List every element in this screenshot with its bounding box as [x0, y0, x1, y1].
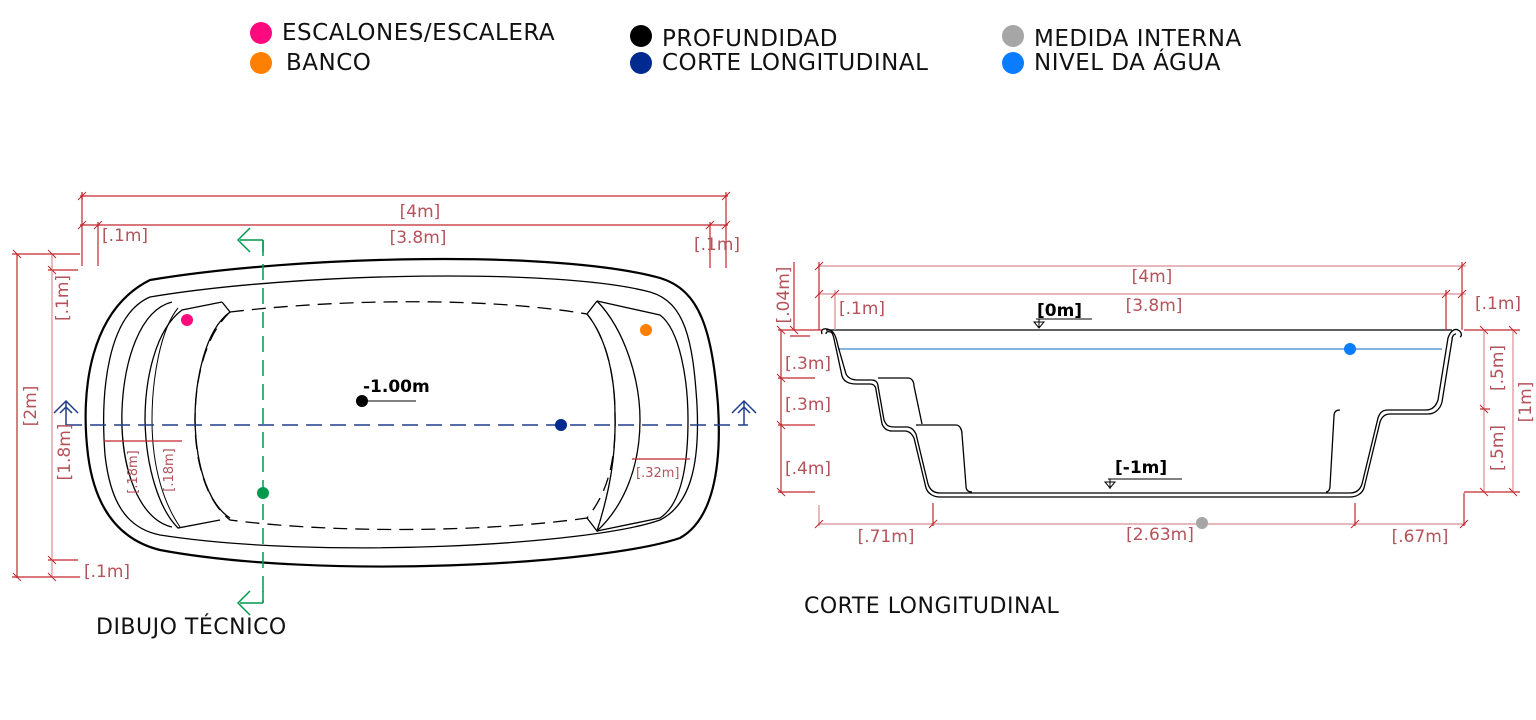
- dim-rim-right: [.1m]: [694, 235, 740, 255]
- level-bottom-label: [-1m]: [1115, 458, 1167, 478]
- section-arrow-right-icon: [731, 399, 757, 425]
- internal-measure-marker: [1196, 517, 1208, 529]
- section-arrow-top-icon: [236, 227, 264, 253]
- dim-total-length: [4m]: [400, 202, 441, 222]
- sec-dim-bottom-left: [.71m]: [858, 527, 915, 547]
- level-top-icon: [1032, 319, 1046, 329]
- section-dimension-ticks: [776, 261, 1518, 529]
- section-arrow-bottom-icon: [236, 590, 264, 616]
- sec-dim-step-h3: [.4m]: [785, 459, 831, 479]
- dim-rim-bottom: [.1m]: [84, 562, 130, 582]
- navy-dot-icon: [630, 52, 652, 74]
- section-caption: CORTE LONGITUDINAL: [804, 594, 1060, 619]
- pool-outer-outline: [84, 257, 720, 568]
- transverse-marker: [257, 487, 269, 499]
- section-marker: [555, 419, 567, 431]
- orange-dot-icon: [250, 52, 272, 74]
- sec-dim-bench-h2: [.5m]: [1488, 425, 1508, 471]
- dim-step-2: [.18m]: [162, 448, 177, 491]
- depth-label: -1.00m: [363, 377, 430, 397]
- plan-dimension-lines: [12, 192, 728, 578]
- right-bench-3: [596, 300, 689, 532]
- dim-step-1: [.18m]: [126, 450, 141, 493]
- dim-total-width: [2m]: [21, 386, 41, 427]
- legend-profundidad: PROFUNDIDAD: [630, 20, 838, 52]
- dim-rim-left: [.1m]: [102, 226, 148, 246]
- legend-label: ESCALONES/ESCALERA: [282, 20, 556, 46]
- legend-label: PROFUNDIDAD: [662, 26, 838, 52]
- right-bench-1: [586, 300, 616, 533]
- sec-dim-total-depth: [1m]: [1516, 382, 1536, 423]
- blue-dot-icon: [1002, 52, 1024, 74]
- sec-dim-rim-right: [.1m]: [1475, 294, 1521, 314]
- legend-banco: BANCO: [250, 50, 371, 76]
- right-bench-2: [596, 300, 641, 532]
- legend-nivel: NIVEL DA ÁGUA: [1002, 50, 1221, 76]
- section-arrow-left-icon: [53, 399, 79, 425]
- plan-caption: DIBUJO TÉCNICO: [96, 615, 287, 640]
- left-step-1: [121, 301, 173, 528]
- left-step-2: [144, 301, 223, 529]
- black-dot-icon: [630, 25, 652, 47]
- water-level-marker: [1344, 343, 1356, 355]
- legend-escalones: ESCALONES/ESCALERA: [250, 20, 555, 46]
- sec-dim-bottom-right: [.67m]: [1392, 527, 1449, 547]
- sec-dim-inner-length: [3.8m]: [1126, 296, 1183, 316]
- sec-dim-lip: [.04m]: [774, 267, 794, 324]
- dim-inner-width: [1.8m]: [55, 424, 75, 481]
- plan-dimension-ticks: [12, 191, 731, 582]
- steps-marker: [181, 314, 193, 326]
- dim-inner-length: [3.8m]: [390, 228, 447, 248]
- sec-dim-step-h2: [.3m]: [785, 395, 831, 415]
- plan-view: -1.00m [4m]: [12, 191, 757, 616]
- sec-dim-rim-left: [.1m]: [839, 299, 885, 319]
- dim-bench: [.32m]: [636, 466, 679, 481]
- legend-medida: MEDIDA INTERNA: [1002, 20, 1242, 52]
- bench-marker: [640, 324, 652, 336]
- sec-dim-step-h1: [.3m]: [785, 354, 831, 374]
- sec-dim-bottom-middle: [2.63m]: [1126, 525, 1194, 545]
- legend-label: NIVEL DA ÁGUA: [1034, 50, 1221, 76]
- pink-dot-icon: [250, 22, 272, 44]
- legend-label: CORTE LONGITUDINAL: [662, 50, 929, 76]
- section-view: [0m] [-1m]: [774, 261, 1536, 547]
- legend-corte: CORTE LONGITUDINAL: [630, 50, 928, 76]
- sec-dim-total-length: [4m]: [1132, 267, 1173, 287]
- level-bottom-icon: [1103, 479, 1117, 489]
- section-dimension-lines: [778, 262, 1520, 526]
- left-step-4: [151, 307, 181, 528]
- legend-label: MEDIDA INTERNA: [1034, 26, 1242, 52]
- pool-inner-rim: [103, 275, 699, 549]
- sec-dim-bench-h1: [.5m]: [1488, 345, 1508, 391]
- pool-shell-profile: [820, 328, 1462, 498]
- dim-rim-top: [.1m]: [53, 275, 73, 321]
- gray-dot-icon: [1002, 25, 1024, 47]
- legend-label: BANCO: [286, 50, 372, 76]
- level-top-label: [0m]: [1037, 301, 1082, 321]
